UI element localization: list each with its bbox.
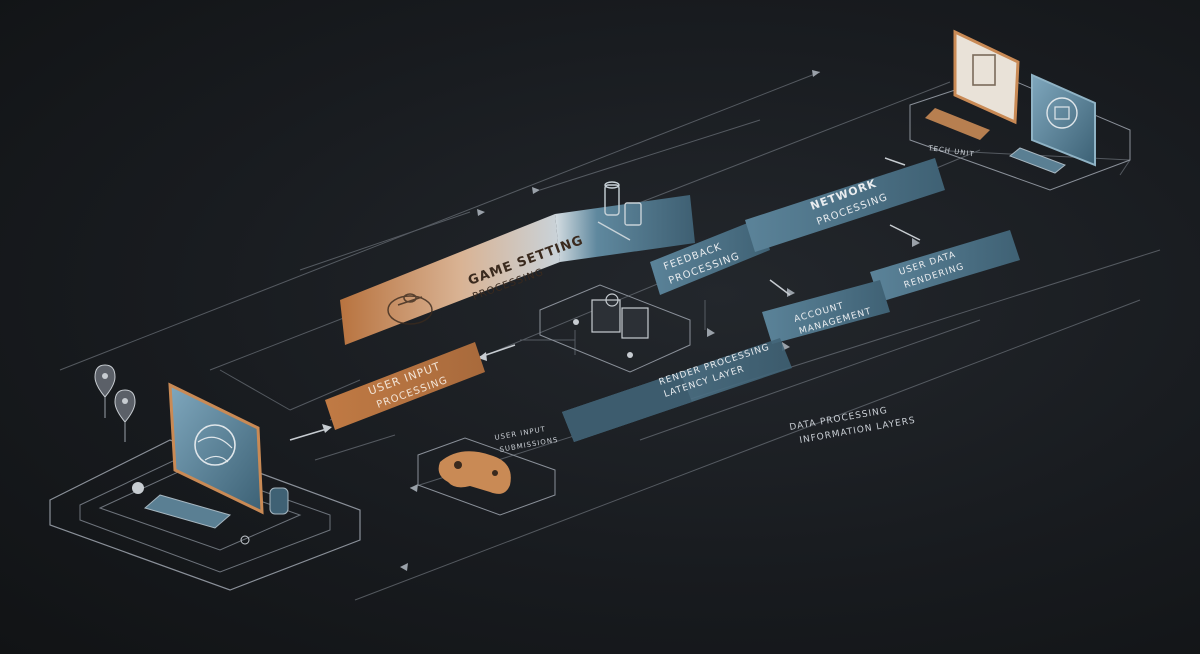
game-controller: USER INPUT SUBMISSIONS	[417, 425, 559, 516]
user-rendering-block: USER DATA RENDERING	[870, 230, 1020, 302]
right-top-label: TECH UNIT	[927, 144, 975, 159]
right-terminals: TECH UNIT	[909, 29, 1131, 191]
server-icon	[597, 181, 642, 241]
cube-processor	[539, 284, 691, 373]
scale-icon	[387, 293, 433, 325]
game-setting-block: GAME SETTING PROCESSING	[340, 195, 695, 345]
location-pins	[94, 364, 136, 442]
account-block: ACCOUNT MANAGEMENT	[762, 280, 890, 344]
guide-lines	[59, 71, 1161, 601]
floating-caption: DATA PROCESSING INFORMATION LAYERS	[789, 406, 917, 446]
render-processing-block: RENDER PROCESSING LATENCY LAYER	[562, 338, 792, 442]
left-terminal	[49, 382, 361, 591]
